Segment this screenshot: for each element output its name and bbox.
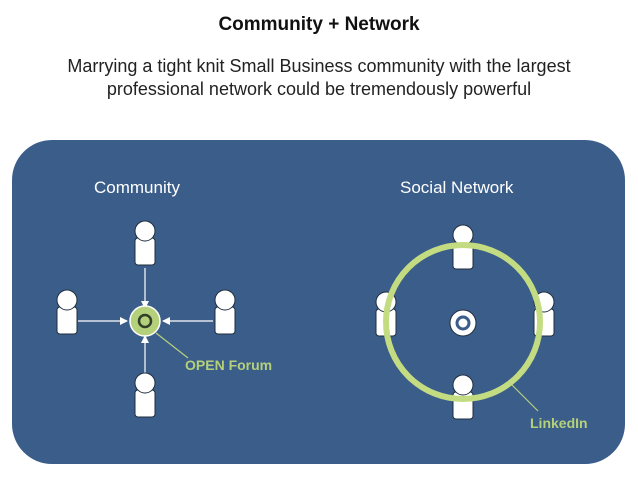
diagram-panel [12,140,625,464]
network-center-icon [449,309,477,337]
ring-callout-line [511,384,539,412]
hub-callout-line [155,332,189,359]
social-network-label: Social Network [400,178,514,197]
person-icon [56,289,78,335]
subtitle-line-2: professional network could be tremendous… [106,79,532,99]
community-hub-icon [129,305,161,337]
linkedin-label: LinkedIn [530,415,588,431]
person-icon [214,289,236,335]
network-ring [383,242,543,402]
person-icon [134,372,156,418]
subtitle-line-1: Marrying a tight knit Small Business com… [67,56,571,76]
page-title: Community + Network [218,14,420,35]
person-icon [452,224,474,270]
community-label: Community [94,178,180,197]
person-icon [134,220,156,266]
open-forum-label: OPEN Forum [185,357,273,373]
page-subtitle: Marrying a tight knit Small Business com… [30,55,608,101]
community-connectors [78,268,213,375]
